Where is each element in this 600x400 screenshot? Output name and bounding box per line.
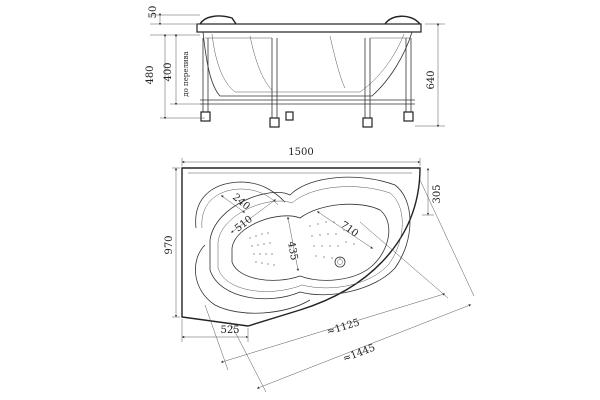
dim-width: 1500 xyxy=(288,147,313,158)
tub-rim xyxy=(196,23,422,33)
dim-inner-c: 710 xyxy=(338,220,360,240)
inner-dimensions xyxy=(220,195,374,272)
bowl-inner xyxy=(231,203,390,281)
drain-circle xyxy=(334,256,346,268)
right-headrest xyxy=(384,15,421,25)
dim-right-side: 305 xyxy=(432,184,443,203)
dim-diag-inner: ≈1125 xyxy=(325,317,361,337)
dim-top: 50 xyxy=(148,6,159,19)
side-dimensions xyxy=(150,12,445,128)
dim-overflow: 400 xyxy=(163,62,174,81)
dim-height: 970 xyxy=(164,235,175,254)
dim-left-bottom: 525 xyxy=(220,325,239,336)
left-headrest xyxy=(199,15,237,25)
overflow-note: до перелива xyxy=(182,51,190,96)
tub-shell xyxy=(202,31,413,97)
tub-outline xyxy=(181,167,421,327)
plan-view: 240 510 435 710 1500 970 305 xyxy=(164,147,475,393)
dim-inner-a: 510 xyxy=(233,214,255,234)
outer-dimensions xyxy=(172,158,475,393)
dim-total-height: 640 xyxy=(426,70,437,89)
side-view: 50 480 400 до перелива 640 xyxy=(145,6,445,128)
dim-inner-b: 435 xyxy=(285,241,299,262)
support-frame xyxy=(200,37,415,128)
dim-depth: 480 xyxy=(145,65,156,84)
dim-diag-outer: ≈1445 xyxy=(341,342,377,364)
